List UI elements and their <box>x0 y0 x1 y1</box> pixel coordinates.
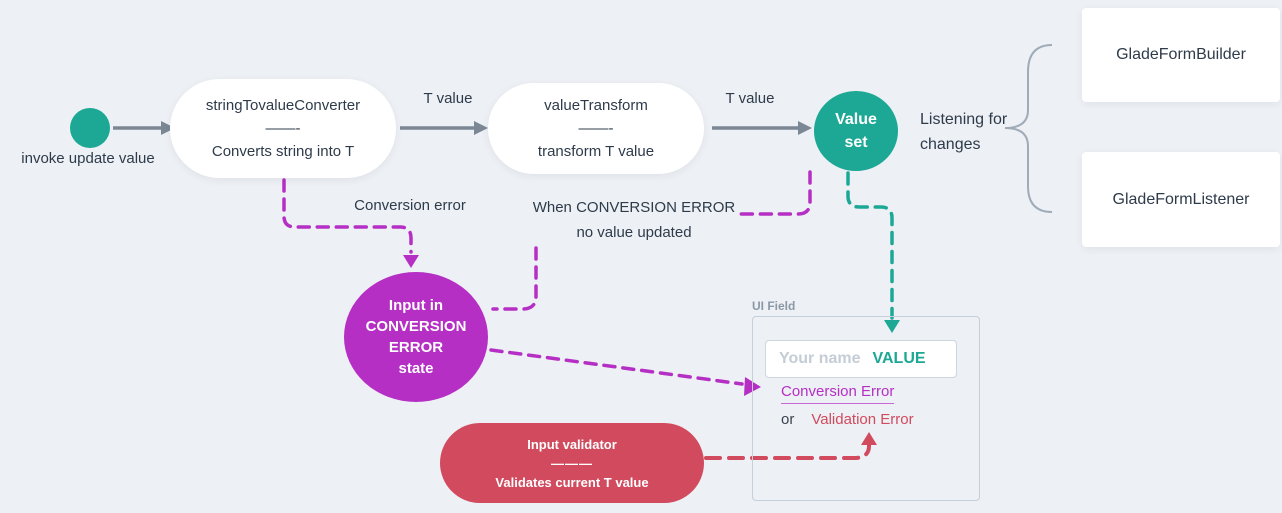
glade-form-listener-label: GladeFormListener <box>1112 190 1250 208</box>
node-input-validator: Input validator ——— Validates current T … <box>440 423 704 503</box>
dashed-whenerror-to-errorstate <box>491 246 538 311</box>
error-state-line2: CONVERSION <box>365 318 467 335</box>
when-error-line2: no value updated <box>576 224 692 241</box>
arrowhead-to-errorstate <box>403 255 419 268</box>
arrowhead-converter-to-transform <box>474 121 488 135</box>
error-state-line1: Input in <box>388 297 444 314</box>
node-conversion-error-state: Input in CONVERSION ERROR state <box>344 272 488 402</box>
dashed-validator-to-uifield <box>704 443 871 460</box>
validator-title: Input validator <box>527 436 617 452</box>
dashed-converter-to-errorstate <box>282 178 413 254</box>
error-state-line4: state <box>398 360 434 377</box>
dashed-errorstate-to-uifield <box>489 348 744 386</box>
or-label: or <box>781 411 795 428</box>
arrowhead-to-validationerror <box>861 432 877 445</box>
ui-field-box: Your name VALUE Conversion Error or Vali… <box>752 316 980 501</box>
transform-divider: ——- <box>578 120 614 137</box>
start-dot <box>70 108 110 148</box>
listeners-brace <box>1004 44 1053 213</box>
transform-subtitle: transform T value <box>537 143 655 160</box>
node-string-to-value-converter: stringTovalueConverter ——- Converts stri… <box>170 79 396 178</box>
dashed-valueset-to-input <box>846 171 894 320</box>
converter-subtitle: Converts string into T <box>211 143 355 160</box>
edge-label-t-value-2: T value <box>725 90 775 107</box>
arrowhead-to-input <box>884 320 900 333</box>
node-value-transform: valueTransform ——- transform T value <box>488 83 704 174</box>
edge-label-t-value-1: T value <box>423 90 473 107</box>
edge-label-when-conversion-error: When CONVERSION ERROR no value updated <box>518 195 750 245</box>
glade-form-builder-box: GladeFormBuilder <box>1082 8 1280 102</box>
or-validation-error-row: or Validation Error <box>781 411 914 428</box>
arrowhead-start-to-converter <box>161 121 175 135</box>
validator-subtitle: Validates current T value <box>495 474 649 490</box>
node-value-set: Value set <box>814 91 898 171</box>
start-label: invoke update value <box>21 150 155 167</box>
edge-label-conversion-error: Conversion error <box>354 197 466 214</box>
arrowhead-transform-to-valueset <box>798 121 812 135</box>
glade-form-listener-box: GladeFormListener <box>1082 152 1280 247</box>
name-input-value: VALUE <box>872 350 926 367</box>
glade-form-builder-label: GladeFormBuilder <box>1116 46 1246 63</box>
value-set-line1: Value <box>835 111 877 128</box>
listening-line2: changes <box>920 136 981 153</box>
listening-line1: Listening for <box>920 111 1008 128</box>
name-input-placeholder: Your name <box>779 350 861 367</box>
listening-for-changes-label: Listening for changes <box>920 107 1007 157</box>
converter-divider: ——- <box>265 120 301 137</box>
dashed-valueset-to-whenerror <box>739 170 812 216</box>
value-set-line2: set <box>844 134 868 151</box>
transform-title: valueTransform <box>544 97 648 114</box>
name-input[interactable]: Your name VALUE <box>765 340 957 378</box>
error-state-line3: ERROR <box>388 339 444 356</box>
validator-divider: ——— <box>551 455 593 471</box>
conversion-error-link[interactable]: Conversion Error <box>781 383 895 404</box>
ui-field-label: UI Field <box>752 299 796 313</box>
validation-error-label: Validation Error <box>811 411 914 428</box>
when-error-line1: When CONVERSION ERROR <box>532 199 736 216</box>
converter-title: stringTovalueConverter <box>205 97 361 114</box>
